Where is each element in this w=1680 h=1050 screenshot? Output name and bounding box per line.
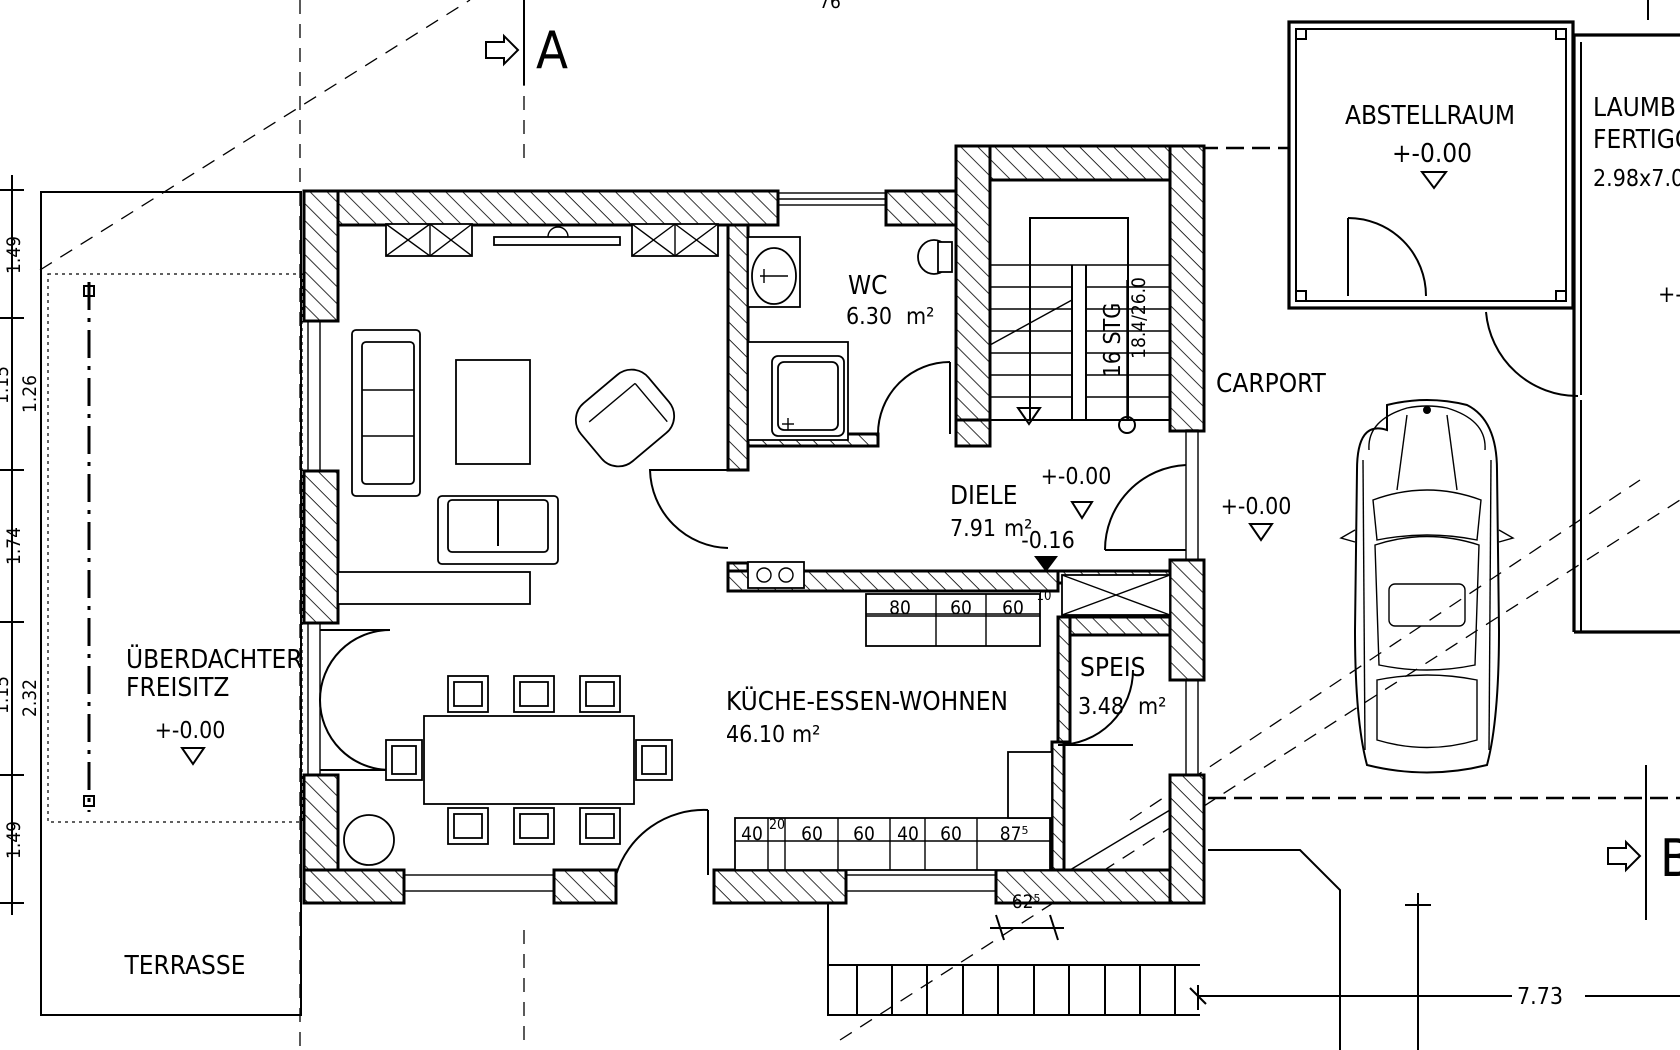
room-laube-sub: FERTIGG [1593,125,1680,155]
dim-left-partial-2: 1.15 [0,676,13,714]
area-speis: 3.48 [1078,694,1124,720]
room-labels: ABSTELLRAUM +-0.00 LAUMB FERTIGG 2.98x7.… [124,93,1680,981]
room-laube-size: 2.98x7.0 [1593,166,1680,192]
counter-dim-3: 60 [1002,597,1024,619]
room-carport: CARPORT [1216,369,1326,399]
gap-dim: 62⁵ [1012,891,1041,913]
doors [319,361,1187,876]
counter-dim-4: 40 [741,823,763,845]
level-freisitz: +-0.00 [155,718,226,744]
dim-left-4: 2.32 [19,679,41,717]
level-diele-2: -0.16 [1021,528,1075,554]
dim-top-partial: 76 [819,0,841,13]
counter-dim-7: 60 [853,823,875,845]
corner-dim: 10 [1037,589,1052,604]
room-speis: SPEIS [1080,653,1145,683]
dim-left-1: 1.49 [3,236,25,274]
unit-kueche: m² [792,722,820,748]
car [1339,399,1515,774]
gap-dimension: 62⁵ [990,891,1064,941]
section-label-b: B [1660,829,1680,889]
dim-left-5: 1.49 [3,821,25,859]
counter-dim-5: 20 [769,817,785,833]
section-marker-b: B [1607,765,1680,920]
area-kueche: 46.10 [726,722,785,748]
bottom-dim: 7.73 [1517,984,1563,1010]
room-wc: WC [848,271,887,301]
staircase: 16 STG 18.4/26.0 [989,179,1171,434]
dim-left-partial-1: 1.15 [0,366,13,404]
area-wc: 6.30 [846,304,892,330]
level-abstellraum: +-0.00 [1392,139,1472,169]
context-lines [39,0,1680,1050]
furniture: 80 60 60 10 40 20 60 60 40 60 87⁵ [337,223,1171,871]
unit-diele: m² [1004,516,1032,542]
room-kueche: KÜCHE-ESSEN-WOHNEN [726,685,1008,717]
area-diele: 7.91 [950,516,996,542]
level-laube: +- [1658,282,1680,308]
unit-wc: m² [906,304,934,330]
stair-steps: 16 STG [1100,303,1126,378]
unit-speis: m² [1138,694,1166,720]
level-carport: +-0.00 [1221,494,1292,520]
section-label-a: A [536,21,568,81]
counter-dim-8: 40 [897,823,919,845]
room-freisitz-1: ÜBERDACHTER [126,643,303,675]
counter-dim-10: 87⁵ [1000,823,1029,845]
dim-left-3: 1.74 [3,527,25,565]
room-diele: DIELE [950,481,1018,511]
room-terrasse: TERRASSE [124,951,246,981]
bottom-dimension: 7.73 [1189,984,1680,1010]
room-laube: LAUMB [1593,93,1676,123]
room-freisitz-2: FREISITZ [126,673,229,703]
level-diele: +-0.00 [1041,464,1112,490]
left-dimension-chain: 1.49 1.26 1.74 2.32 1.49 1.15 1.15 [0,175,41,915]
counter-dim-2: 60 [950,597,972,619]
laube-building [1485,33,1680,634]
section-marker-a: A [485,0,568,85]
room-abstellraum: ABSTELLRAUM [1345,101,1515,131]
stair-ratio: 18.4/26.0 [1128,277,1150,359]
counter-dim-9: 60 [940,823,962,845]
dim-left-2: 1.26 [19,375,41,413]
counter-dim-6: 60 [801,823,823,845]
counter-dim-1: 80 [889,597,911,619]
